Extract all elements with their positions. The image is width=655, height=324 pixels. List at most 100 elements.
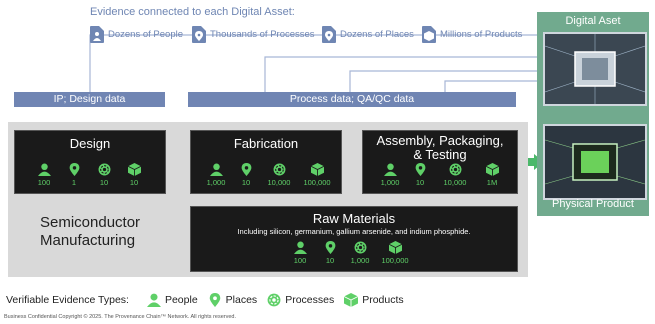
- cube-icon: [127, 163, 141, 176]
- location-pin-icon: [192, 25, 206, 43]
- semiconductor-line2: Manufacturing: [40, 232, 136, 249]
- assembly-processes: 10,000: [435, 163, 475, 187]
- fabrication-products: 100,000: [297, 163, 337, 187]
- evidence-title: Evidence connected to each Digital Asset…: [90, 6, 295, 18]
- raw-places: 10: [315, 241, 345, 265]
- assembly-title-line1: Assembly, Packaging,: [376, 133, 504, 148]
- process-data-bar: Process data; QA/QC data: [188, 92, 516, 107]
- gear-icon: [354, 241, 366, 254]
- asset-panel: Digital Aset Physical Product: [537, 12, 649, 216]
- raw-people: 100: [285, 241, 315, 265]
- fabrication-title: Fabrication: [233, 136, 299, 151]
- cube-icon: [310, 163, 324, 176]
- person-icon: [37, 163, 51, 176]
- legend-places: Places: [208, 293, 258, 307]
- person-icon: [146, 293, 161, 307]
- location-pin-icon: [322, 25, 336, 43]
- raw-products-value: 100,000: [381, 256, 409, 265]
- gear-icon: [273, 163, 285, 176]
- legend-products: Products: [344, 293, 404, 307]
- assembly-icon-row: 1,000 10 10,000 1M: [375, 163, 509, 187]
- person-icon: [209, 163, 223, 176]
- digital-chip-image: [543, 32, 647, 106]
- gear-icon: [98, 163, 110, 176]
- evidence-places: Dozens of Places: [322, 22, 414, 46]
- location-pin-icon: [209, 293, 220, 307]
- raw-materials-subtitle: Including silicon, germanium, gallium ar…: [237, 227, 471, 236]
- evidence-products: Millions of Products: [422, 22, 522, 46]
- legend: Verifiable Evidence Types: People Places…: [6, 293, 404, 307]
- design-people-value: 100: [37, 178, 51, 187]
- raw-processes: 1,000: [345, 241, 375, 265]
- fabrication-processes: 10,000: [261, 163, 297, 187]
- ip-design-bar: IP; Design data: [14, 92, 165, 107]
- legend-products-label: Products: [362, 294, 404, 306]
- legend-title: Verifiable Evidence Types:: [6, 294, 129, 306]
- design-processes-value: 10: [99, 178, 109, 187]
- design-places-value: 1: [71, 178, 77, 187]
- legend-people: People: [146, 293, 198, 307]
- fabrication-people: 1,000: [201, 163, 231, 187]
- design-box: Design 100 1 10 10: [14, 130, 166, 194]
- assembly-people-value: 1,000: [380, 178, 400, 187]
- raw-people-value: 100: [293, 256, 307, 265]
- assembly-box: Assembly, Packaging, & Testing 1,000 10 …: [362, 130, 518, 194]
- raw-products: 100,000: [375, 241, 415, 265]
- location-pin-icon: [69, 163, 79, 176]
- physical-chip-image: [543, 124, 647, 200]
- fabrication-places-value: 10: [241, 178, 251, 187]
- cube-icon: [344, 293, 359, 307]
- design-places: 1: [59, 163, 89, 187]
- cube-icon: [388, 241, 402, 254]
- person-icon: [293, 241, 307, 254]
- raw-processes-value: 1,000: [350, 256, 370, 265]
- design-products-value: 10: [129, 178, 139, 187]
- design-title: Design: [69, 136, 111, 151]
- evidence-processes-label: Thousands of Processes: [210, 28, 315, 40]
- evidence-processes: Thousands of Processes: [192, 22, 315, 46]
- cube-icon: [485, 163, 499, 176]
- raw-materials-box: Raw Materials Including silicon, germani…: [190, 206, 518, 272]
- legend-processes: Processes: [267, 293, 334, 307]
- raw-places-value: 10: [325, 256, 335, 265]
- fabrication-products-value: 100,000: [303, 178, 331, 187]
- person-icon: [383, 163, 397, 176]
- design-processes: 10: [89, 163, 119, 187]
- semiconductor-label: Semiconductor Manufacturing: [40, 214, 140, 250]
- physical-product-label: Physical Product: [552, 198, 634, 210]
- assembly-people: 1,000: [375, 163, 405, 187]
- fabrication-processes-value: 10,000: [267, 178, 291, 187]
- evidence-people-label: Dozens of People: [108, 28, 183, 40]
- raw-materials-title: Raw Materials: [312, 211, 396, 226]
- fabrication-box: Fabrication 1,000 10 10,000 100,000: [190, 130, 342, 194]
- evidence-people: Dozens of People: [90, 22, 183, 46]
- assembly-products: 1M: [475, 163, 509, 187]
- location-pin-icon: [325, 241, 335, 254]
- evidence-places-label: Dozens of Places: [340, 28, 414, 40]
- legend-places-label: Places: [225, 294, 258, 306]
- location-pin-icon: [241, 163, 251, 176]
- design-products: 10: [119, 163, 149, 187]
- cube-icon: [422, 25, 436, 43]
- copyright-footer: Business Confidential Copyright © 2025. …: [4, 314, 237, 320]
- gear-icon: [267, 293, 281, 307]
- raw-materials-icon-row: 100 10 1,000 100,000: [285, 241, 415, 265]
- design-icon-row: 100 1 10 10: [29, 163, 149, 187]
- location-pin-icon: [415, 163, 425, 176]
- semiconductor-line1: Semiconductor: [40, 214, 141, 231]
- assembly-places: 10: [405, 163, 435, 187]
- person-icon: [90, 25, 104, 43]
- assembly-places-value: 10: [415, 178, 425, 187]
- assembly-products-value: 1M: [486, 178, 498, 187]
- assembly-title-line2: & Testing: [413, 147, 467, 162]
- design-people: 100: [29, 163, 59, 187]
- legend-processes-label: Processes: [285, 294, 335, 306]
- fabrication-icon-row: 1,000 10 10,000 100,000: [201, 163, 337, 187]
- evidence-products-label: Millions of Products: [440, 28, 523, 40]
- legend-people-label: People: [164, 294, 198, 306]
- fabrication-places: 10: [231, 163, 261, 187]
- assembly-processes-value: 10,000: [443, 178, 467, 187]
- gear-icon: [449, 163, 461, 176]
- fabrication-people-value: 1,000: [206, 178, 226, 187]
- digital-asset-label: Digital Aset: [565, 15, 621, 27]
